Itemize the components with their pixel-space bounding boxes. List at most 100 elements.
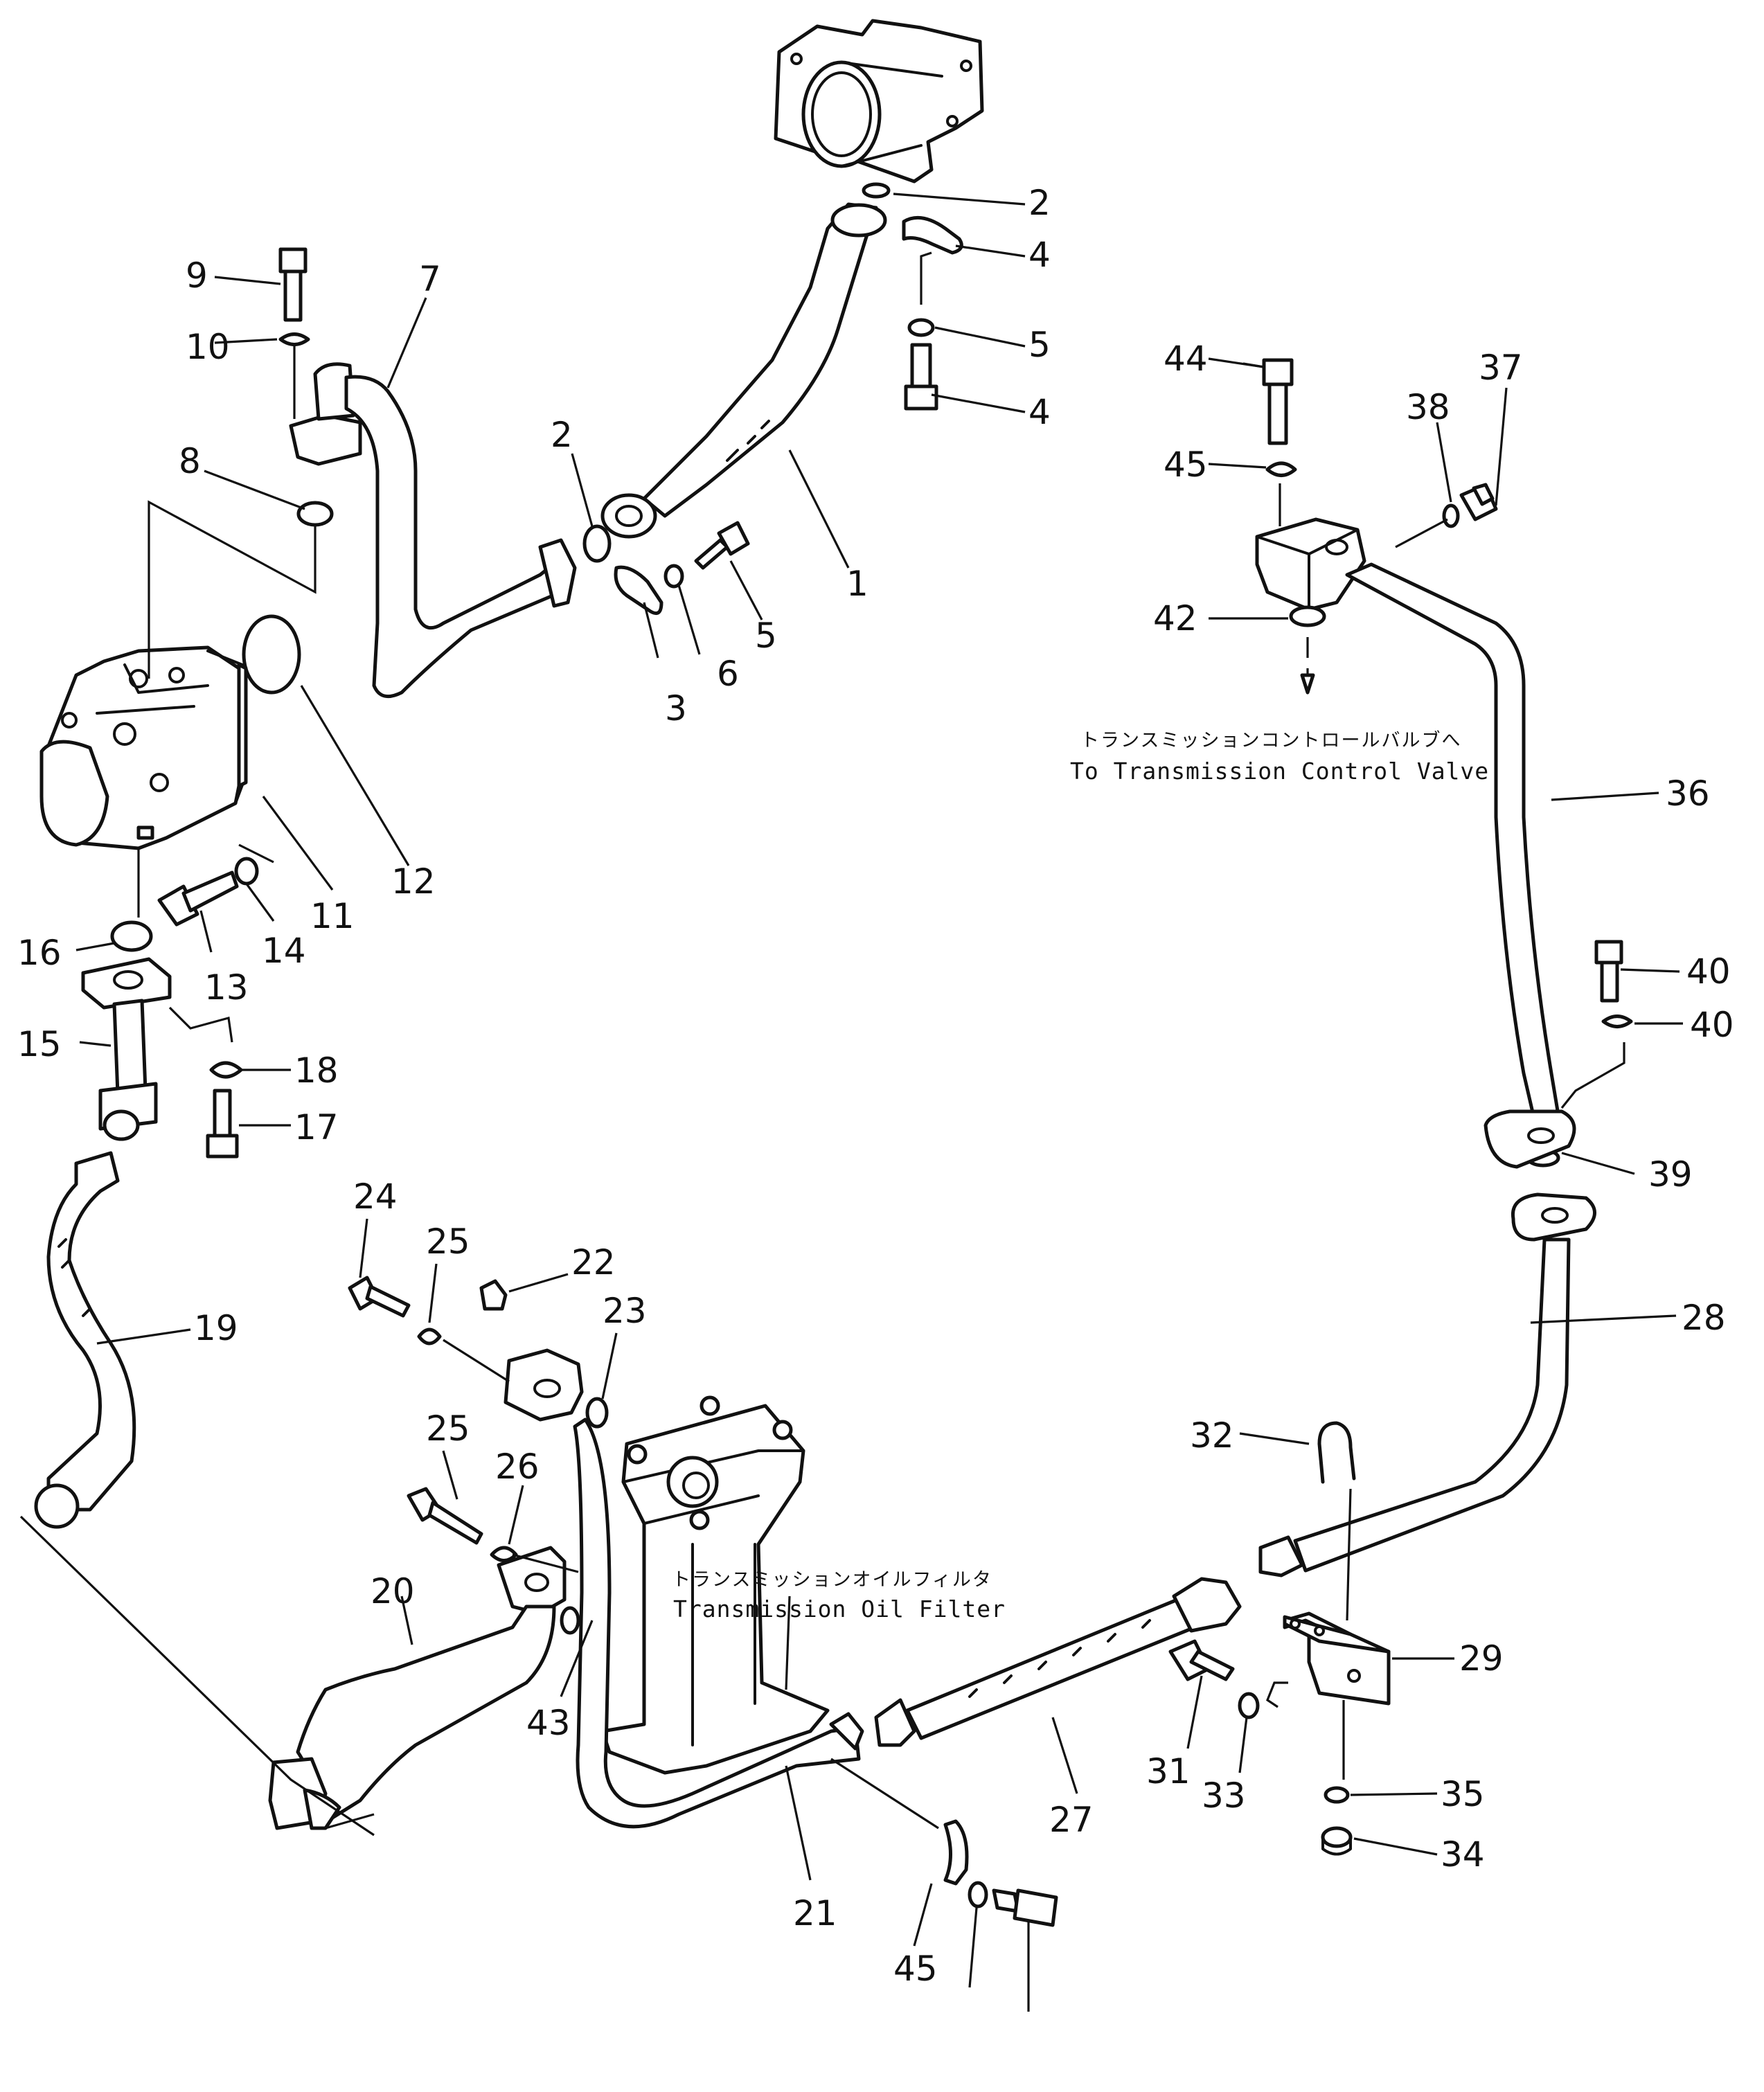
callout-43: 45 bbox=[893, 1949, 938, 1989]
bolt-8 bbox=[278, 247, 308, 322]
hose-1 bbox=[600, 202, 887, 539]
hose-18 bbox=[34, 1151, 136, 1529]
top-mounting-case bbox=[774, 19, 984, 184]
callout-5-top: 5 bbox=[1028, 325, 1051, 365]
bolt-24 bbox=[407, 1487, 483, 1545]
o-ring-22 bbox=[585, 1397, 609, 1429]
callout-31: 32 bbox=[1190, 1415, 1234, 1456]
callout-16: 17 bbox=[294, 1107, 339, 1147]
callout-21: 22 bbox=[571, 1242, 616, 1282]
callout-38: 40 bbox=[1686, 951, 1731, 992]
tube-27 bbox=[1258, 1192, 1596, 1577]
washer-25-lower bbox=[490, 1546, 518, 1562]
tube-6 bbox=[289, 362, 577, 699]
leader-lines bbox=[19, 193, 1683, 2012]
callout-28: 29 bbox=[1459, 1638, 1504, 1679]
callout-4-lower: 5 bbox=[755, 616, 777, 656]
plug-21 bbox=[479, 1279, 508, 1311]
callout-4-top: 4 bbox=[1028, 392, 1051, 432]
bolt-23 bbox=[348, 1276, 411, 1318]
tube-19 bbox=[268, 1546, 580, 1830]
callout-6: 7 bbox=[419, 259, 441, 299]
washer-9 bbox=[278, 332, 310, 346]
tube-20 bbox=[573, 1418, 864, 1829]
callout-9: 10 bbox=[186, 327, 230, 367]
callout-32: 34 bbox=[1441, 1834, 1485, 1875]
callout-17: 18 bbox=[294, 1051, 339, 1091]
note-oil-filter-jp: トランスミッションオイルフィルタ bbox=[672, 1569, 992, 1591]
washer-30 bbox=[1238, 1692, 1260, 1719]
bolt-44 bbox=[992, 1888, 1058, 1927]
callout-40-upper: 42 bbox=[1153, 598, 1197, 638]
bolt-4-top bbox=[904, 343, 938, 411]
elbow-block bbox=[504, 1348, 584, 1422]
callout-8: 9 bbox=[186, 256, 208, 296]
tube-34 bbox=[1255, 517, 1576, 1169]
o-ring-2-top bbox=[862, 182, 891, 199]
washer-25-top bbox=[417, 1327, 442, 1346]
callout-39: 40 bbox=[1690, 1005, 1734, 1045]
callout-25-lower: 26 bbox=[495, 1447, 540, 1487]
callout-34: 36 bbox=[1666, 774, 1710, 814]
callout-2-top: 2 bbox=[1028, 183, 1051, 223]
hose-26 bbox=[874, 1577, 1242, 1747]
washer-13 bbox=[234, 857, 259, 886]
split-flange-3-lower bbox=[614, 565, 663, 616]
callout-3-top: 4 bbox=[1028, 235, 1051, 275]
washer-33 bbox=[1324, 1786, 1350, 1804]
callout-23: 24 bbox=[353, 1177, 398, 1217]
bracket-28 bbox=[1283, 1611, 1391, 1706]
callout-30: 33 bbox=[1202, 1776, 1246, 1816]
o-ring-36 bbox=[1442, 503, 1460, 528]
washer-39 bbox=[1601, 1014, 1633, 1028]
note-control-valve-en: To Transmission Control Valve bbox=[1070, 758, 1489, 785]
plug-35 bbox=[1459, 483, 1498, 521]
callout-numbers: 2 4 5 4 1 2 5 6 3 7 9 10 8 12 11 14 13 1… bbox=[17, 183, 1734, 1989]
bolt-16 bbox=[206, 1089, 239, 1159]
callout-22: 23 bbox=[603, 1291, 647, 1331]
callout-2-middle: 2 bbox=[551, 415, 573, 455]
callout-42: 45 bbox=[1164, 445, 1208, 485]
callout-41: 44 bbox=[1164, 339, 1208, 379]
o-ring-15 bbox=[110, 920, 153, 952]
u-bolt-31 bbox=[1317, 1421, 1356, 1484]
callout-29: 31 bbox=[1146, 1751, 1191, 1791]
callout-33: 35 bbox=[1441, 1774, 1485, 1814]
washer-45 bbox=[968, 1881, 988, 1908]
callout-10: 11 bbox=[310, 896, 355, 936]
o-ring-2-middle bbox=[582, 524, 612, 563]
callout-1: 1 bbox=[846, 564, 868, 604]
transmission-oil-filter bbox=[600, 1395, 830, 1775]
callout-18: 19 bbox=[194, 1308, 238, 1348]
bolt-41 bbox=[1262, 358, 1294, 445]
callout-12: 13 bbox=[204, 967, 249, 1008]
callout-40-lower: 43 bbox=[526, 1703, 571, 1743]
washer-5-lower bbox=[663, 564, 684, 589]
callout-15: 16 bbox=[17, 933, 62, 973]
callout-13: 14 bbox=[262, 931, 306, 971]
callout-36: 38 bbox=[1406, 387, 1450, 427]
callout-20: 21 bbox=[793, 1893, 837, 1933]
o-ring-7 bbox=[296, 501, 334, 527]
note-control-valve-jp: トランスミッションコントロールバルブへ bbox=[1080, 730, 1461, 751]
callout-7: 8 bbox=[179, 441, 201, 481]
callout-35: 37 bbox=[1479, 348, 1523, 388]
washer-42 bbox=[1265, 461, 1297, 477]
o-ring-40-upper bbox=[1289, 605, 1326, 627]
washer-17 bbox=[209, 1061, 243, 1079]
note-oil-filter-en: Transmission Oil Filter bbox=[673, 1595, 1006, 1622]
bolt-38 bbox=[1594, 940, 1623, 1003]
valve-arrow-head bbox=[1300, 673, 1315, 695]
nut-32 bbox=[1321, 1826, 1353, 1856]
callout-3-lower: 3 bbox=[665, 688, 687, 728]
callout-19: 20 bbox=[371, 1571, 415, 1611]
callout-26: 27 bbox=[1049, 1800, 1094, 1840]
bolt-12 bbox=[157, 870, 239, 927]
bolt-29 bbox=[1168, 1639, 1235, 1681]
callout-37: 39 bbox=[1648, 1154, 1693, 1195]
o-ring-40-lower bbox=[560, 1606, 580, 1635]
callout-14: 15 bbox=[17, 1024, 62, 1064]
callout-5-lower: 6 bbox=[717, 654, 739, 694]
